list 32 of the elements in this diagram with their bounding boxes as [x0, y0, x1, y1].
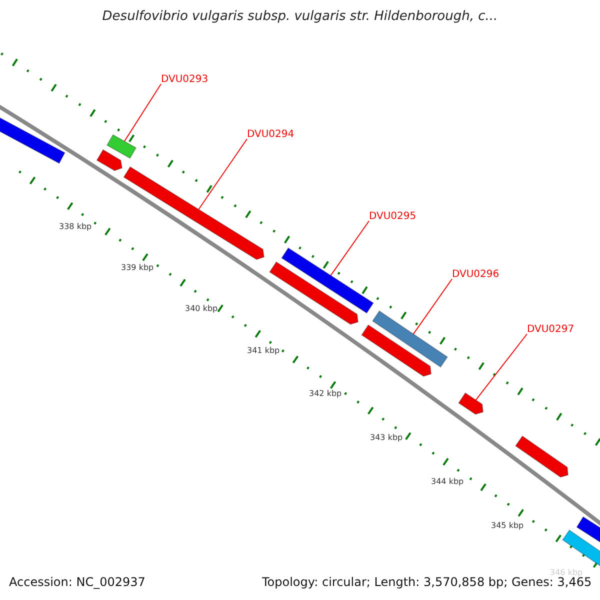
gene-label: DVU0294: [247, 129, 294, 140]
genome-summary: Topology: circular; Length: 3,570,858 bp; Genes: 3,465: [262, 575, 592, 589]
leader-line: [330, 220, 370, 276]
leader-line: [475, 334, 528, 400]
scale-label: 338 kbp: [59, 222, 92, 231]
leader-line: [412, 278, 452, 335]
gene-label: DVU0297: [527, 324, 574, 335]
scale-label: 341 kbp: [247, 346, 280, 355]
scale-label: 342 kbp: [309, 389, 342, 398]
gene-segment: [123, 166, 265, 260]
gene-segment: [0, 116, 66, 164]
gene-segment: [562, 529, 600, 568]
scale-label: 340 kbp: [185, 304, 218, 313]
map-title: Desulfovibrio vulgaris subsp. vulgaris str. Hildenborough, c...: [101, 9, 499, 24]
gene-segment: [372, 310, 448, 368]
gene-segment: [514, 435, 569, 478]
gene-segment: [458, 392, 484, 415]
gene-segment: [576, 516, 600, 544]
leader-line: [198, 138, 248, 210]
gene-label: DVU0295: [369, 211, 416, 222]
gene-label: DVU0293: [161, 74, 208, 85]
gene-segment: [106, 134, 137, 159]
accession-label: Accession: NC_002937: [9, 575, 146, 589]
gene-segment: [281, 247, 374, 314]
leader-line: [124, 84, 162, 142]
gene-label: DVU0296: [452, 269, 500, 280]
scale-label: 343 kbp: [370, 433, 403, 442]
gene-segment: [361, 324, 432, 377]
gene-segment: [269, 261, 359, 325]
gene-segment: [96, 149, 123, 172]
scale-label: 345 kbp: [491, 521, 524, 530]
scale-label: 344 kbp: [431, 477, 464, 486]
